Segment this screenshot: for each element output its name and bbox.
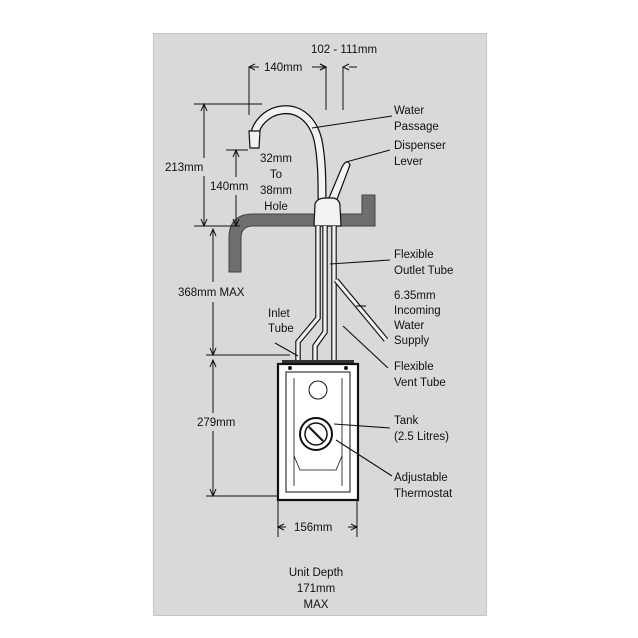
unit-depth-line-1: Unit Depth [289,567,343,579]
tubes [295,226,389,366]
spout-offset-label: 102 - 111mm [311,44,377,56]
water-supply-line-1: 6.35mm [394,290,436,302]
hole-size-line-3: 38mm [260,185,292,197]
faucet [248,105,351,227]
hole-size-line-2: To [270,169,282,181]
leader-lines [274,115,393,477]
spout-nozzle [248,130,261,149]
unit-depth-line-2: 171mm [297,583,335,595]
water-supply-line-2: Incoming [394,305,441,317]
unit-depth-line-3: MAX [304,599,329,611]
dimension-labels: 102 - 111mm 140mm 213mm 140mm 32mm To 38… [165,44,377,534]
hole-size-line-1: 32mm [260,153,292,165]
countertop [228,194,376,273]
water-supply-line-3: Water [394,320,424,332]
tank [276,360,360,502]
dimension-lines [194,63,359,537]
inlet-tube-line-1: Inlet [268,308,291,320]
tank-line-1: Tank [394,415,419,427]
hole-size-line-4: Hole [264,201,288,213]
tank-port [308,380,328,400]
diagram-panel [153,33,487,616]
faucet-base [313,197,342,227]
dispenser-lever-line-1: Dispenser [394,140,446,152]
unit-depth-note: Unit Depth 171mm MAX [289,567,343,611]
outlet-tube-line-2: Outlet Tube [394,265,453,277]
tank-line-2: (2.5 Litres) [394,431,449,443]
dispenser-lever-handle [328,161,351,203]
vent-tube-line-2: Vent Tube [394,377,446,389]
inlet-tube-line-2: Tube [268,323,294,335]
thermostat-line-2: Thermostat [394,488,453,500]
dispenser-lever-line-2: Lever [394,156,423,168]
thermostat-line-1: Adjustable [394,472,448,484]
spout-height-label: 140mm [210,181,248,193]
water-passage-line-2: Passage [394,121,439,133]
tank-height-label: 279mm [197,417,235,429]
tank-width-label: 156mm [294,522,332,534]
water-supply-line-4: Supply [394,335,429,347]
overall-height-label: 213mm [165,162,203,174]
spout-reach-label: 140mm [264,62,302,74]
water-passage-line-1: Water [394,105,424,117]
vent-tube-line-1: Flexible [394,361,434,373]
callout-labels: Water Passage Dispenser Lever Flexible O… [268,105,453,500]
outlet-tube-line-1: Flexible [394,249,434,261]
under-counter-label: 368mm MAX [178,287,245,299]
